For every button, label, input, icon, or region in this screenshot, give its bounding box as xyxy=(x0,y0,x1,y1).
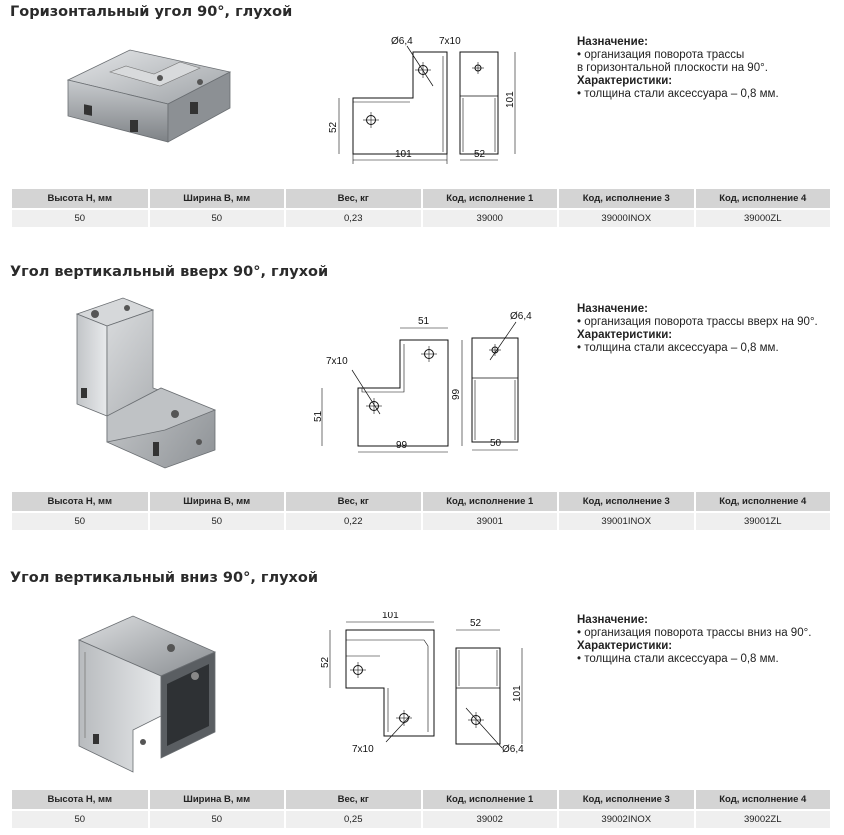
purpose-heading: Назначение: xyxy=(577,303,648,315)
cell-code-4: 39002ZL xyxy=(694,811,832,828)
purpose-line: • организация поворота трассы вверх на 9… xyxy=(577,316,818,328)
spec-table: Высота H, мм Ширина B, мм Вес, кг Код, и… xyxy=(12,492,832,530)
dim-hole: Ø6,4 xyxy=(510,311,532,322)
col-header: Вес, кг xyxy=(285,790,423,809)
dim-slot: 7x10 xyxy=(352,744,374,755)
product-title: Горизонтальный угол 90°, глухой xyxy=(10,4,293,20)
cell-code-3: 39000INOX xyxy=(558,210,696,227)
cell-code-1: 39001 xyxy=(421,513,559,530)
technical-drawing: 101 52 7x10 Ø6,4 52 101 xyxy=(320,612,524,755)
table-header-row: Высота H, мм Ширина B, мм Вес, кг Код, и… xyxy=(12,492,832,511)
characteristic-line: • толщина стали аксессуара – 0,8 мм. xyxy=(577,88,779,100)
col-header: Вес, кг xyxy=(285,492,423,511)
dim-slot: 7x10 xyxy=(326,356,348,367)
product-info: Назначение: • организация поворота трасс… xyxy=(577,614,811,666)
technical-drawing: 101 52 Ø6,4 7x10 52 101 xyxy=(328,36,516,164)
cell-code-1: 39000 xyxy=(421,210,559,227)
product-info: Назначение: • организация поворота трасс… xyxy=(577,36,779,101)
characteristic-line: • толщина стали аксессуара – 0,8 мм. xyxy=(577,653,779,665)
cell-width: 50 xyxy=(148,513,286,530)
product-section-vertical-up: Угол вертикальный вверх 90°, глухой 51 5… xyxy=(0,262,844,537)
table-row: 50 50 0,25 39002 39002INOX 39002ZL xyxy=(12,811,832,828)
dim-side-height: 101 xyxy=(512,685,523,702)
characteristic-line: • толщина стали аксессуара – 0,8 мм. xyxy=(577,342,779,354)
dim-side-height: 101 xyxy=(505,91,516,108)
cell-height: 50 xyxy=(12,513,150,530)
dim-left: 51 xyxy=(313,410,324,422)
cell-code-4: 39001ZL xyxy=(694,513,832,530)
col-header: Код, исполнение 4 xyxy=(694,189,832,208)
dim-side-top: 52 xyxy=(470,618,482,629)
dim-top: 51 xyxy=(418,316,430,327)
purpose-line: в горизонтальной плоскости на 90°. xyxy=(577,62,768,74)
cell-code-4: 39000ZL xyxy=(694,210,832,227)
product-section-horizontal: Горизонтальный угол 90°, глухой 101 52 Ø… xyxy=(0,0,844,235)
dim-side-width: 50 xyxy=(490,438,502,449)
dim-bottom: 99 xyxy=(396,440,408,451)
product-info: Назначение: • организация поворота трасс… xyxy=(577,303,818,355)
purpose-line: • организация поворота трассы xyxy=(577,49,745,61)
characteristics-heading: Характеристики: xyxy=(577,640,673,652)
cell-width: 50 xyxy=(148,210,286,227)
cell-code-3: 39002INOX xyxy=(558,811,696,828)
cell-weight: 0,22 xyxy=(285,513,423,530)
product-section-vertical-down: Угол вертикальный вниз 90°, глухой 101 5… xyxy=(0,568,844,835)
table-header-row: Высота H, мм Ширина B, мм Вес, кг Код, и… xyxy=(12,189,832,208)
cell-weight: 0,23 xyxy=(285,210,423,227)
product-photo xyxy=(66,49,232,143)
col-header: Код, исполнение 1 xyxy=(421,790,559,809)
purpose-line: • организация поворота трассы вниз на 90… xyxy=(577,627,812,639)
table-row: 50 50 0,23 39000 39000INOX 39000ZL xyxy=(12,210,832,227)
cell-height: 50 xyxy=(12,210,150,227)
cell-weight: 0,25 xyxy=(285,811,423,828)
col-header: Код, исполнение 3 xyxy=(558,492,696,511)
dim-width: 101 xyxy=(395,149,412,160)
cell-code-1: 39002 xyxy=(421,811,559,828)
characteristics-heading: Характеристики: xyxy=(577,75,673,87)
col-header: Код, исполнение 3 xyxy=(558,189,696,208)
product-title: Угол вертикальный вниз 90°, глухой xyxy=(10,570,319,586)
purpose-heading: Назначение: xyxy=(577,36,648,48)
cell-height: 50 xyxy=(12,811,150,828)
spec-table: Высота H, мм Ширина B, мм Вес, кг Код, и… xyxy=(12,790,832,828)
dim-hole: Ø6,4 xyxy=(502,744,524,755)
col-header: Код, исполнение 3 xyxy=(558,790,696,809)
product-photo xyxy=(78,615,216,773)
dim-slot: 7x10 xyxy=(439,36,461,47)
spec-table: Высота H, мм Ширина B, мм Вес, кг Код, и… xyxy=(12,189,832,227)
col-header: Код, исполнение 4 xyxy=(694,492,832,511)
col-header: Высота H, мм xyxy=(12,790,150,809)
col-header: Код, исполнение 1 xyxy=(421,189,559,208)
table-header-row: Высота H, мм Ширина B, мм Вес, кг Код, и… xyxy=(12,790,832,809)
purpose-heading: Назначение: xyxy=(577,614,648,626)
product-title: Угол вертикальный вверх 90°, глухой xyxy=(10,264,329,280)
col-header: Вес, кг xyxy=(285,189,423,208)
characteristics-heading: Характеристики: xyxy=(577,329,673,341)
cell-code-3: 39001INOX xyxy=(558,513,696,530)
cell-width: 50 xyxy=(148,811,286,828)
dim-right: 99 xyxy=(451,388,462,400)
technical-drawing: 51 51 99 99 7x10 Ø6,4 50 xyxy=(313,311,532,453)
col-header: Высота H, мм xyxy=(12,189,150,208)
dim-hole: Ø6,4 xyxy=(391,36,413,47)
col-header: Код, исполнение 1 xyxy=(421,492,559,511)
dim-top: 101 xyxy=(382,612,399,621)
dim-left: 52 xyxy=(320,656,331,668)
table-row: 50 50 0,22 39001 39001INOX 39001ZL xyxy=(12,513,832,530)
col-header: Ширина B, мм xyxy=(148,189,286,208)
product-photo xyxy=(75,297,217,469)
dim-side-width: 52 xyxy=(474,149,486,160)
col-header: Ширина B, мм xyxy=(148,790,286,809)
col-header: Высота H, мм xyxy=(12,492,150,511)
col-header: Код, исполнение 4 xyxy=(694,790,832,809)
col-header: Ширина B, мм xyxy=(148,492,286,511)
dim-height: 52 xyxy=(328,121,339,133)
